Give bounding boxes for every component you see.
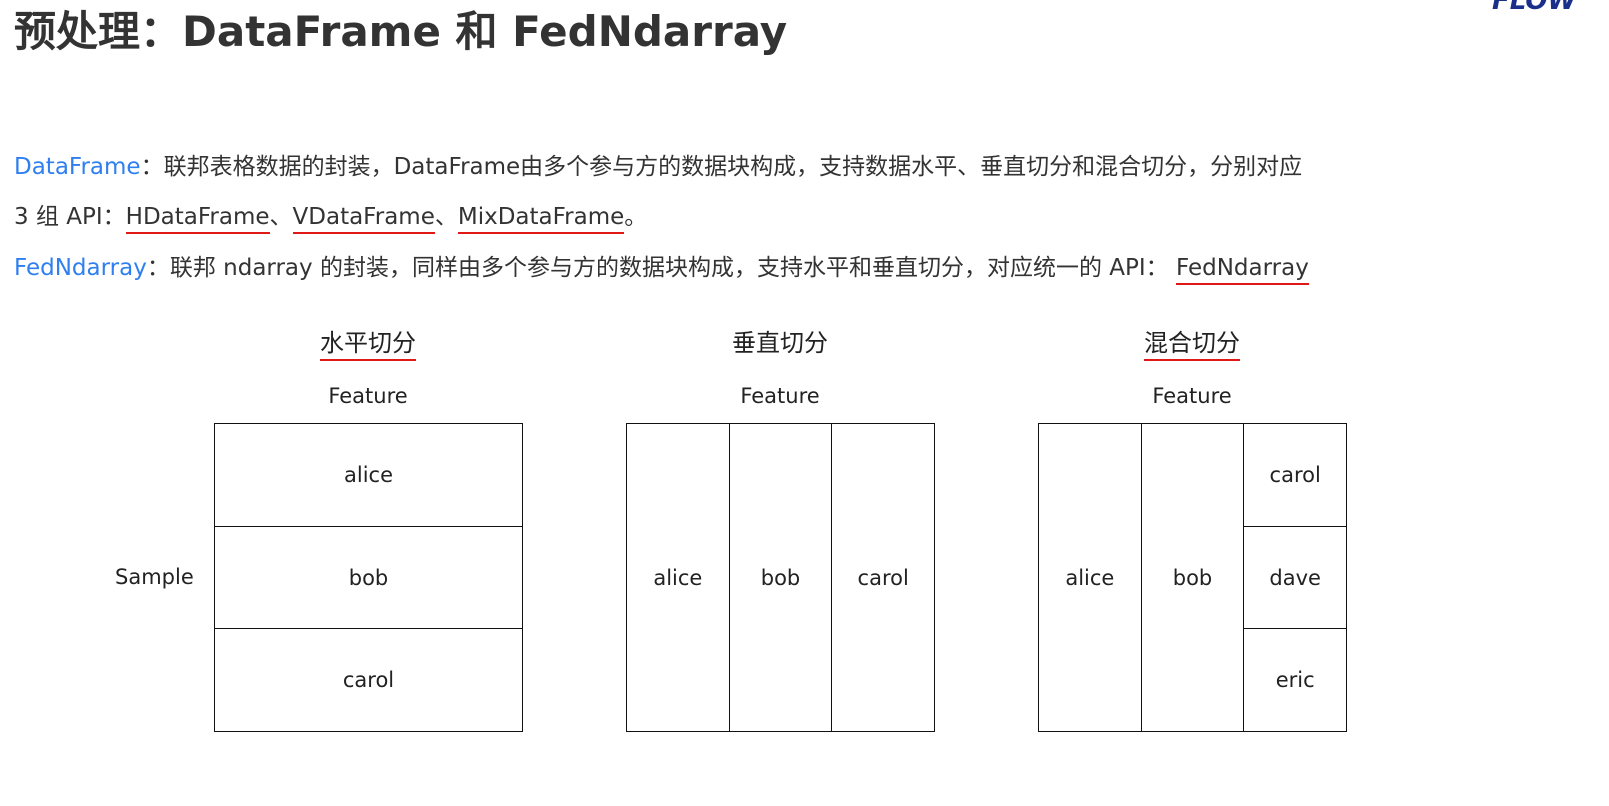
logo: FLOW: [1492, 0, 1577, 16]
partition-cell: alice: [215, 424, 522, 527]
period: 。: [624, 204, 648, 230]
api-fedndarray: FedNdarray: [1175, 255, 1309, 285]
partition-cell: bob: [730, 424, 833, 731]
partition-cell: dave: [1244, 527, 1347, 630]
partition-cell: carol: [342, 668, 395, 693]
api-vdataframe: VDataFrame: [292, 204, 435, 234]
fedndarray-desc: ：联邦 ndarray 的封装，同样由多个参与方的数据块构成，支持水平和垂直切分…: [146, 255, 1169, 281]
partition-cell: carol: [1244, 424, 1347, 527]
dataframe-term: DataFrame: [14, 154, 141, 180]
fedndarray-term: FedNdarray: [14, 255, 147, 281]
dataframe-desc: ：联邦表格数据的封装，DataFrame由多个参与方的数据块构成，支持数据水平、…: [140, 154, 1303, 180]
separator: 、: [269, 204, 293, 230]
api-mixdataframe: MixDataFrame: [457, 204, 625, 234]
page-title: 预处理：DataFrame 和 FedNdarray: [14, 7, 788, 56]
api-intro: 3 组 API：: [14, 204, 126, 230]
sample-label: Sample: [115, 565, 194, 589]
vertical-title: 垂直切分: [732, 329, 828, 357]
partition-cell: eric: [1275, 668, 1315, 693]
feature-label: Feature: [740, 384, 820, 408]
partition-cell: bob: [1142, 424, 1245, 731]
mixed-diagram: alice bob carol dave eric: [1038, 423, 1347, 732]
mixed-title: 混合切分: [1038, 323, 1346, 361]
partition-cell: alice: [627, 424, 730, 731]
fedndarray-line: FedNdarray：联邦 ndarray 的封装，同样由多个参与方的数据块构成…: [14, 248, 1309, 285]
partition-cell: bob: [215, 527, 522, 630]
vertical-diagram: alice bob carol: [626, 423, 935, 732]
partition-cell: alice: [1039, 424, 1142, 731]
feature-label: Feature: [1152, 384, 1232, 408]
dataframe-line-1: DataFrame：联邦表格数据的封装，DataFrame由多个参与方的数据块构…: [14, 147, 1302, 181]
dataframe-line-2: 3 组 API：HDataFrame、VDataFrame、MixDataFra…: [14, 197, 648, 234]
api-hdataframe: HDataFrame: [125, 204, 270, 234]
feature-label: Feature: [328, 384, 408, 408]
partition-cell: carol: [857, 565, 909, 590]
horizontal-diagram: alice bob carol: [214, 423, 523, 732]
horizontal-title: 水平切分: [214, 323, 522, 361]
separator: 、: [434, 204, 458, 230]
